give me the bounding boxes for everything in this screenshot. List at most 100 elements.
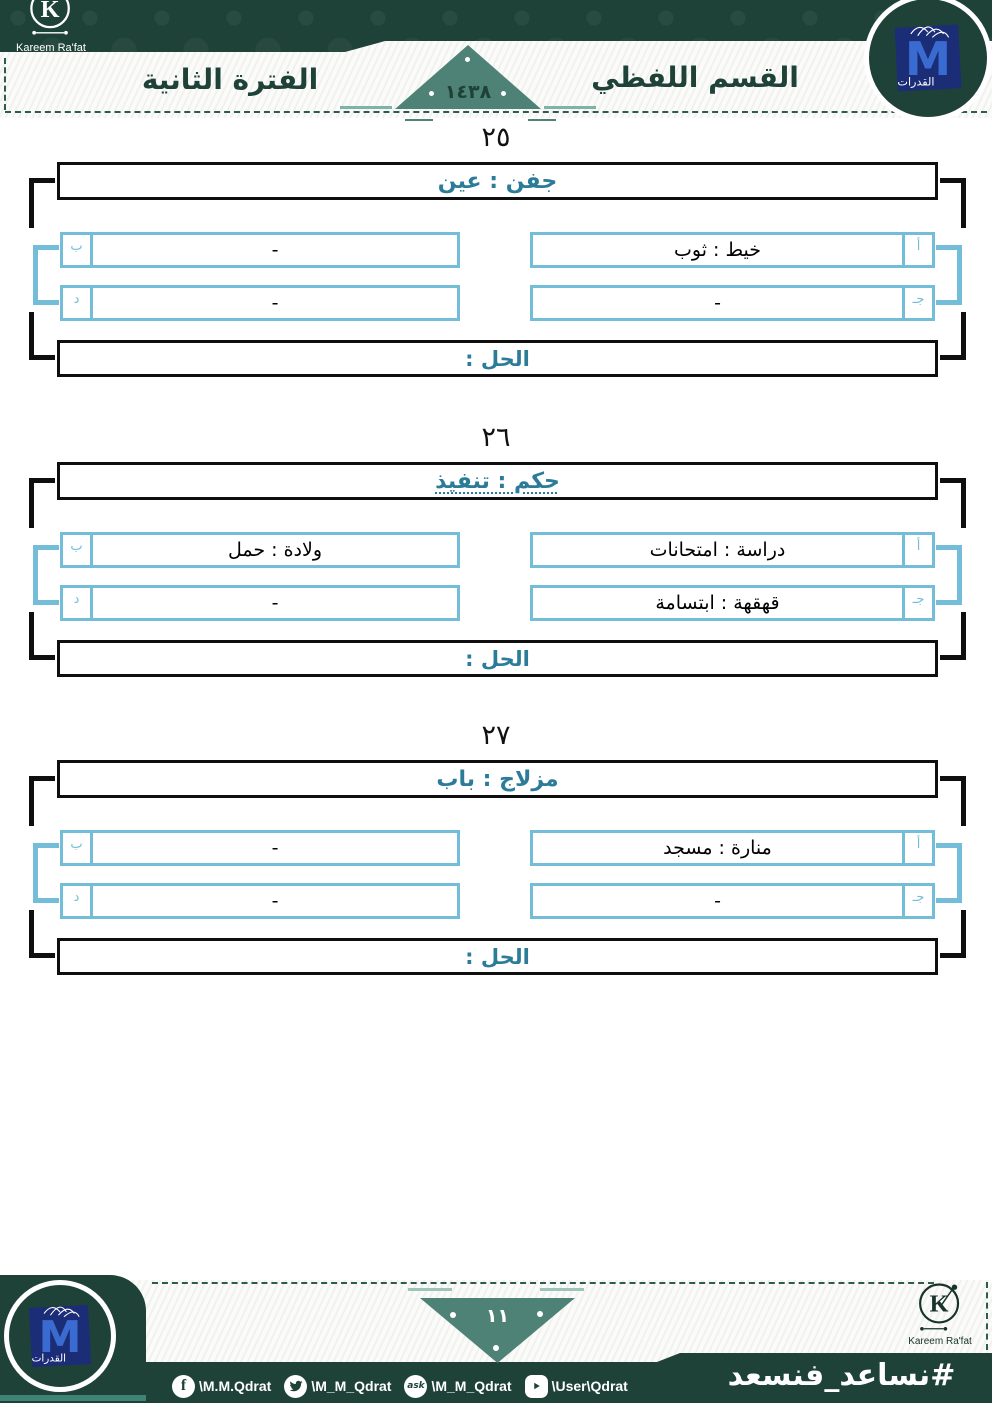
year-text: ١٤٣٨ [444, 81, 492, 103]
bracket [940, 178, 966, 228]
bracket [29, 776, 55, 826]
bracket [940, 776, 966, 826]
option-text: - [271, 592, 279, 614]
svg-text:M: M [39, 1313, 82, 1363]
qudrat-logo-text: القدرات [32, 1353, 66, 1365]
question-number: ٢٥ [481, 122, 511, 153]
question-stem: مزلاج : باب [436, 766, 559, 792]
option-a: أ خيط : ثوب [530, 232, 935, 268]
svg-text:K: K [930, 1291, 949, 1318]
triangle-dot [537, 1311, 543, 1317]
triangle-side-line [544, 106, 596, 109]
bracket [29, 178, 55, 228]
ask-icon: ask [404, 1374, 428, 1398]
hashtag: #نساعد_فنسعد [727, 1358, 956, 1393]
social-handle: \M_M_Qdrat [431, 1378, 512, 1394]
option-d: د - [60, 285, 460, 321]
option-c: جـ - [530, 883, 935, 919]
question-stem-box: مزلاج : باب [57, 760, 938, 798]
social-item-youtube[interactable]: \User\Qdrat [524, 1374, 628, 1398]
options-bracket [936, 843, 962, 903]
page-header: K Kareem Ra'fat الفترة الثانية القسم الل… [0, 0, 992, 122]
qudrat-logo-icon: M القدرات [4, 1280, 116, 1392]
bracket [29, 478, 55, 528]
bracket [29, 312, 55, 360]
social-handle: \User\Qdrat [551, 1378, 628, 1394]
option-b: ب - [60, 232, 460, 268]
option-letter: ب [63, 235, 93, 265]
solution-box: الحل : [57, 640, 938, 677]
option-letter: د [63, 886, 93, 916]
option-text: - [271, 890, 279, 912]
triangle-side-line [408, 1288, 452, 1291]
option-a: أ دراسة : امتحانات [530, 532, 935, 568]
option-text: منارة : مسجد [663, 837, 772, 859]
option-letter: أ [902, 833, 932, 863]
options-bracket [33, 245, 59, 305]
brand-name: Kareem Ra'fat [16, 42, 86, 54]
option-text: - [271, 292, 279, 314]
svg-text:K: K [41, 0, 60, 23]
question-stem: حكم : تنفيذ [435, 468, 560, 494]
options-bracket [33, 545, 59, 605]
question-number: ٢٧ [481, 720, 511, 751]
page-footer: M القدرات ١١ K Kareem Ra'fat [0, 1275, 992, 1403]
page-number: ١١ [485, 1305, 510, 1327]
triangle-dot [493, 1345, 499, 1351]
triangle-side-line [340, 106, 392, 109]
question-block-26: ٢٦ حكم : تنفيذ أ دراسة : امتحانات ب ولاد… [0, 414, 992, 684]
question-number: ٢٦ [481, 422, 511, 453]
section-title: القسم اللفظي [591, 61, 799, 94]
social-links-row: f \M.M.Qdrat \M_M_Qdrat ask \M_M_Qdrat \… [172, 1372, 628, 1400]
svg-text:M: M [905, 32, 951, 86]
options-bracket [33, 843, 59, 903]
option-c: جـ قهقهة : ابتسامة [530, 585, 935, 621]
solution-box: الحل : [57, 340, 938, 377]
bracket [29, 612, 55, 660]
brand-logo: K Kareem Ra'fat [12, 0, 90, 54]
question-stem: جفن : عين [437, 168, 558, 194]
option-letter: ب [63, 535, 93, 565]
social-handle: \M_M_Qdrat [311, 1378, 392, 1394]
triangle-dot [465, 57, 470, 62]
option-letter: جـ [902, 886, 932, 916]
option-letter: جـ [902, 288, 932, 318]
footer-dashed-border [152, 1282, 934, 1284]
question-block-27: ٢٧ مزلاج : باب أ منارة : مسجد ب - جـ - [0, 712, 992, 982]
triangle-under-mark [528, 119, 556, 121]
bracket [940, 910, 966, 958]
question-frame: جفن : عين أ خيط : ثوب ب - جـ - د - الحل … [29, 162, 966, 377]
solution-label: الحل : [465, 646, 530, 671]
triangle-dot [450, 1312, 456, 1318]
option-text: دراسة : امتحانات [649, 539, 786, 561]
option-letter: جـ [902, 588, 932, 618]
period-title: الفترة الثانية [141, 63, 319, 96]
k-compass-icon: K [30, 0, 70, 35]
option-letter: د [63, 588, 93, 618]
option-d: د - [60, 883, 460, 919]
footer-teal-strip [0, 1395, 146, 1401]
bracket [940, 478, 966, 528]
header-dashed-border [5, 111, 987, 113]
social-item-facebook[interactable]: f \M.M.Qdrat [172, 1374, 271, 1398]
header-dashed-border-left [4, 58, 6, 110]
option-text: قهقهة : ابتسامة [655, 592, 780, 614]
brand-name: Kareem Ra'fat [908, 1336, 972, 1347]
option-d: د - [60, 585, 460, 621]
question-stem-box: جفن : عين [57, 162, 938, 200]
solution-box: الحل : [57, 938, 938, 975]
option-letter: أ [902, 535, 932, 565]
k-compass-icon: K [919, 1283, 960, 1331]
question-frame: مزلاج : باب أ منارة : مسجد ب - جـ - د - … [29, 760, 966, 975]
footer-dashed-border-right [986, 1282, 988, 1350]
option-b: ب ولادة : حمل [60, 532, 460, 568]
question-frame: حكم : تنفيذ أ دراسة : امتحانات ب ولادة :… [29, 462, 966, 677]
social-item-ask[interactable]: ask \M_M_Qdrat [404, 1374, 512, 1398]
triangle-dot [429, 91, 434, 96]
social-item-twitter[interactable]: \M_M_Qdrat [284, 1374, 392, 1398]
option-text: ولادة : حمل [227, 539, 323, 561]
facebook-icon: f [172, 1374, 195, 1398]
options-bracket [936, 245, 962, 305]
bracket [940, 612, 966, 660]
